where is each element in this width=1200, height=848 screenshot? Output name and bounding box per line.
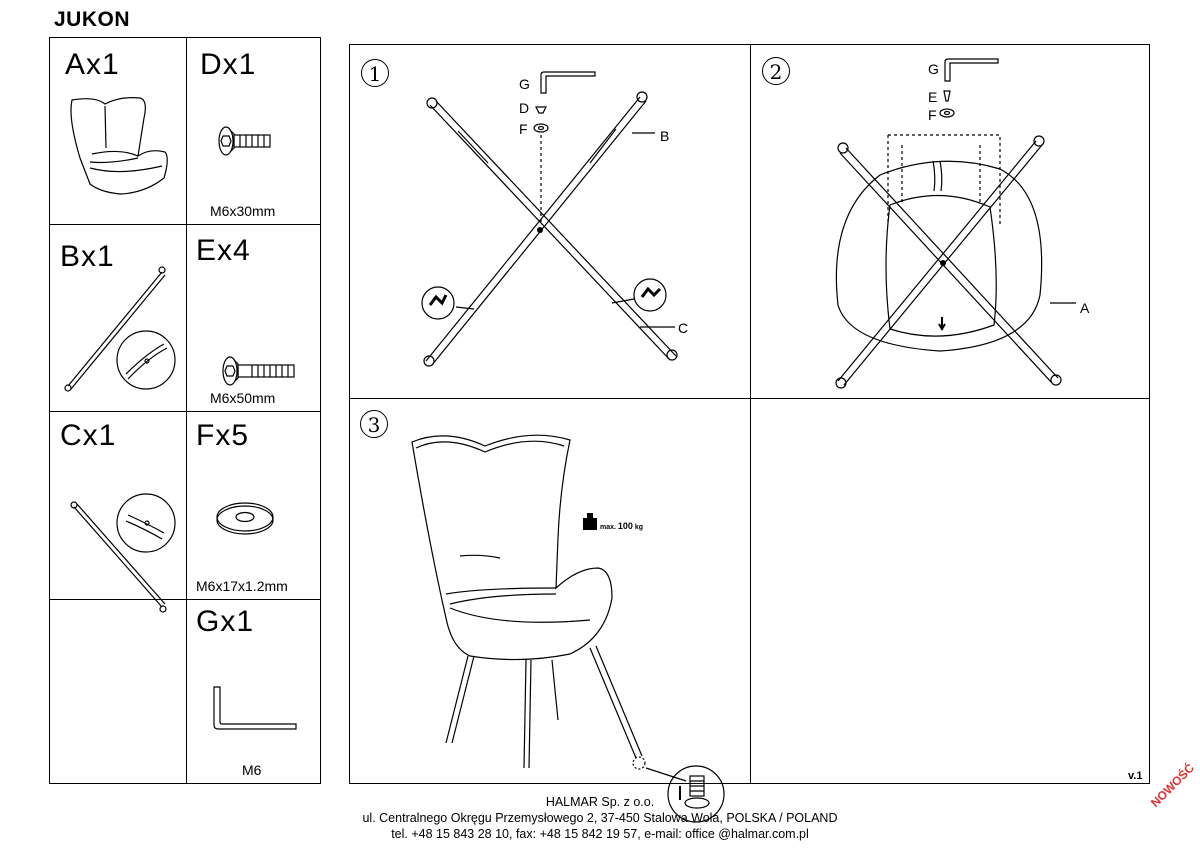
hardware-label-g: G xyxy=(519,76,530,92)
step-3-panel: 3 xyxy=(350,398,750,823)
steps-divider xyxy=(750,45,751,783)
hardware-label-g: G xyxy=(928,61,939,77)
allen-key-icon xyxy=(213,686,297,730)
callout-a: A xyxy=(1080,300,1090,316)
part-label: Ex4 xyxy=(196,234,251,267)
washer-icon xyxy=(216,502,274,535)
part-cell-d: Dx1 M6x30mm xyxy=(186,38,322,224)
empty-panel xyxy=(750,398,1150,783)
part-label: Dx1 xyxy=(200,48,257,81)
assembly-steps: 1 G D F B C xyxy=(349,44,1150,823)
part-label: Cx1 xyxy=(60,419,117,452)
part-cell-g: Gx1 M6 xyxy=(186,599,322,785)
hardware-label-f: F xyxy=(928,107,937,123)
parts-table: Ax1 Dx1 M6x30mm Bx1 xyxy=(49,37,321,784)
part-spec: M6x17x1.2mm xyxy=(196,578,288,594)
hardware-label-d: D xyxy=(519,100,530,116)
assembled-chair-diagram xyxy=(411,434,725,823)
table-divider xyxy=(50,224,320,225)
footer-address: ul. Centralnego Okręgu Przemysłowego 2, … xyxy=(362,811,838,825)
footer-company: HALMAR Sp. z o.o. xyxy=(545,795,655,809)
part-cell-b: Bx1 xyxy=(50,224,186,411)
part-label: Fx5 xyxy=(196,419,250,452)
step-number: 1 xyxy=(361,59,389,87)
step-number: 2 xyxy=(762,57,790,85)
step-2-panel: 2 G E F A xyxy=(750,45,1150,398)
part-spec: M6x50mm xyxy=(210,390,276,406)
armchair-icon xyxy=(70,97,168,195)
long-bolt-icon xyxy=(222,356,295,386)
weight-prefix: max. xyxy=(600,524,616,531)
hardware-label-e: E xyxy=(928,89,938,105)
table-divider xyxy=(50,599,320,600)
part-cell-empty xyxy=(50,599,186,785)
part-cell-e: Ex4 M6x50mm xyxy=(186,224,322,411)
part-cell-c: Cx1 xyxy=(50,411,186,613)
hardware-label-f: F xyxy=(519,121,528,137)
weight-unit: kg xyxy=(634,524,644,531)
part-label: Gx1 xyxy=(196,605,255,638)
steps-divider xyxy=(350,398,1149,399)
leg-c-icon xyxy=(70,493,176,613)
weight-value: 100 xyxy=(617,521,633,531)
version-label: v.1 xyxy=(1128,770,1143,782)
part-label: Ax1 xyxy=(65,48,120,81)
bolt-icon xyxy=(218,126,271,156)
part-spec: M6x30mm xyxy=(210,203,276,219)
weight-limit: max. 100 kg xyxy=(600,521,643,531)
callout-c: C xyxy=(678,320,689,336)
callout-b: B xyxy=(660,128,670,144)
step-1-panel: 1 G D F B C xyxy=(350,45,750,398)
product-title: JUKON xyxy=(54,8,131,31)
part-cell-a: Ax1 xyxy=(50,38,186,224)
step-number: 3 xyxy=(360,410,388,438)
part-cell-f: Fx5 M6x17x1.2mm xyxy=(186,411,322,599)
footer-contact: tel. +48 15 843 28 10, fax: +48 15 842 1… xyxy=(391,827,809,841)
legs-cross-diagram xyxy=(421,71,678,367)
leg-b-icon xyxy=(64,266,176,392)
chair-underside-diagram xyxy=(835,58,1076,389)
part-spec: M6 xyxy=(242,762,262,778)
table-divider xyxy=(186,38,187,783)
part-label: Bx1 xyxy=(60,240,115,273)
table-divider xyxy=(50,411,320,412)
